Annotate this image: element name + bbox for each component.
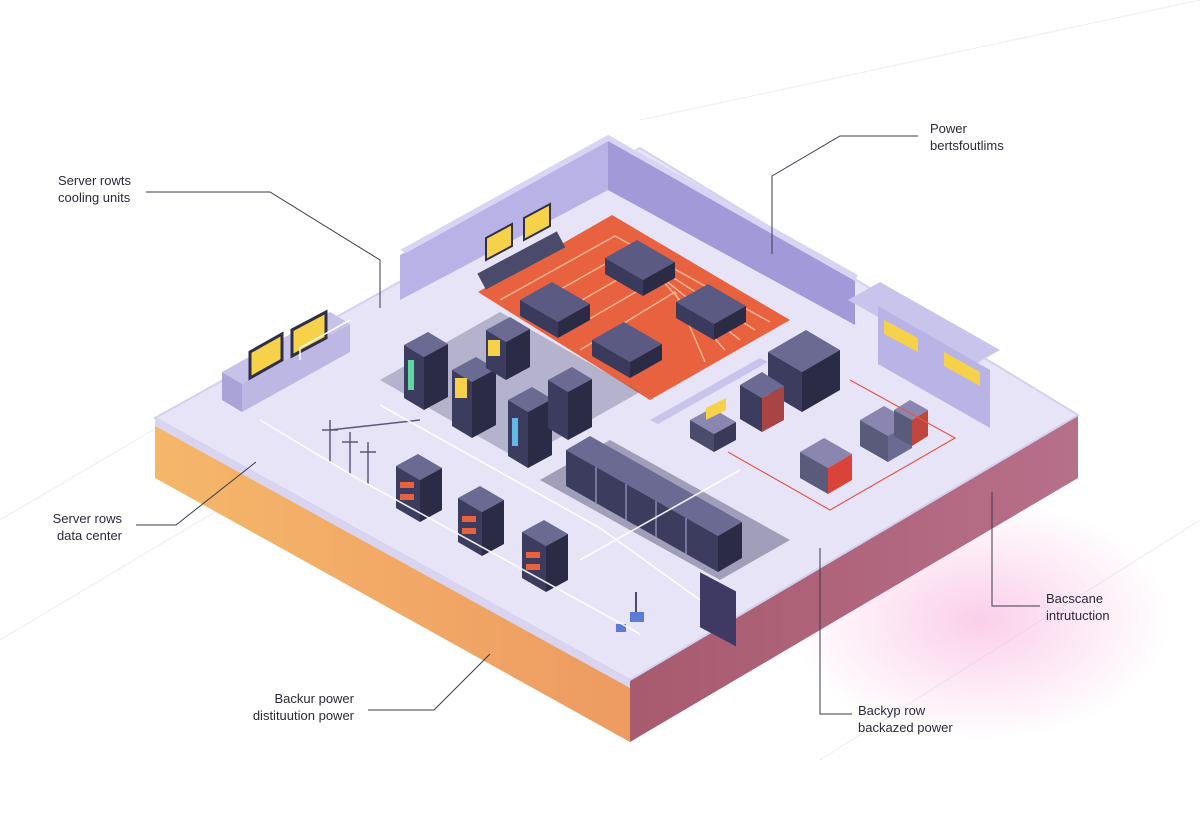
server-pod [605, 240, 675, 296]
server-pod [520, 282, 590, 338]
callout-line: Backyp row [858, 703, 926, 718]
ups-cabinet [768, 330, 840, 412]
leader-server-rows-cooling [146, 191, 381, 308]
callout-power-top: Power bertsfoutlims [930, 120, 1004, 154]
back-door [700, 572, 736, 647]
callout-server-rows-dc: Server rows data center [40, 510, 122, 544]
server-rack [404, 332, 448, 410]
callout-line: Power [930, 121, 967, 136]
callout-line: Server rows [52, 511, 122, 526]
callout-leaders [136, 135, 1040, 715]
control-console [222, 309, 350, 412]
leader-backup-row [819, 548, 852, 715]
backup-power-racks [396, 454, 568, 592]
floor-paths [259, 319, 741, 635]
server-rack [486, 317, 530, 380]
rack-row [566, 436, 742, 572]
power-rack [522, 520, 568, 592]
callout-line: Backur power [274, 691, 354, 706]
server-pod [676, 284, 746, 340]
generator-unit [800, 438, 852, 494]
callout-backscape: Bacscane intrutuction [1046, 590, 1110, 624]
callout-backup-row: Backyp row backazed power [858, 702, 953, 736]
power-rack [458, 486, 504, 556]
right-wall-top-edge [608, 135, 858, 281]
monitor [523, 202, 551, 242]
server-rack [508, 387, 552, 468]
callout-line: data center [56, 528, 122, 543]
power-units [690, 330, 928, 494]
callout-line: Server rowts [58, 173, 131, 188]
monitor [706, 398, 726, 420]
leader-server-rows-dc [136, 461, 257, 526]
monitor [248, 331, 284, 381]
callout-line: cooling units [58, 190, 131, 205]
callout-server-rows-cooling: Server rowts cooling units [58, 172, 131, 206]
main-room-walls [400, 135, 858, 647]
leader-backscape [991, 492, 1040, 607]
server-row-right [540, 436, 790, 580]
floor-marker [616, 592, 644, 632]
generator-unit [894, 400, 928, 446]
leader-backup-distribution [368, 653, 491, 711]
leader-power-top [771, 135, 918, 254]
monitor [485, 222, 513, 262]
console-desk [477, 231, 566, 290]
power-rack [396, 454, 442, 522]
main-room-left-wall [400, 140, 608, 300]
callout-line: bertsfoutlims [930, 138, 1004, 153]
power-pylons [322, 419, 421, 484]
left-wall-top-edge [400, 135, 614, 253]
partition-wall [650, 358, 768, 424]
server-rack [548, 367, 592, 440]
platform-front-right [630, 415, 1078, 742]
server-rack [452, 357, 496, 438]
monitor [884, 320, 918, 352]
wall-monitors [477, 202, 566, 290]
callout-line: backazed power [858, 720, 953, 735]
ups-cabinet [740, 372, 784, 432]
callout-line: distituution power [252, 708, 354, 723]
callout-line: intrutuction [1046, 608, 1110, 623]
server-unit [690, 398, 736, 452]
power-room [650, 282, 1000, 428]
power-room-wall [848, 282, 1000, 368]
platform-front-left [155, 418, 630, 742]
server-pod [592, 322, 662, 378]
monitor [944, 352, 980, 386]
callout-line: Bacscane [1046, 591, 1104, 606]
server-rack-cluster [404, 317, 592, 468]
monitor [290, 309, 328, 359]
cooling-floor-zone [478, 215, 790, 400]
server-pods [520, 240, 746, 378]
power-room-red-outline [727, 379, 957, 511]
platform-top-rim [155, 418, 630, 688]
callout-backup-distribution: Backur power distituution power [238, 690, 354, 724]
main-room-right-wall [608, 140, 855, 325]
